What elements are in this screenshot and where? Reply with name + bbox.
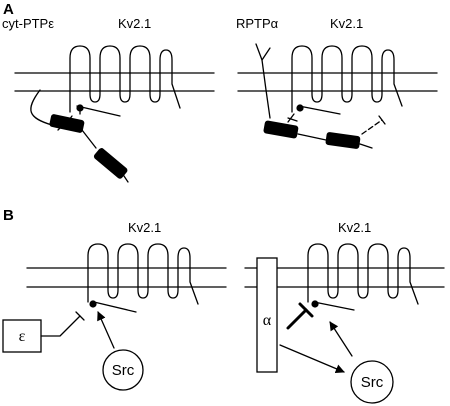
kv21-channel-trace — [87, 243, 199, 305]
kv21-label-a-left: Kv2.1 — [118, 16, 151, 31]
inhibition-bar — [287, 117, 298, 122]
rptp-alpha-label: RPTPα — [236, 16, 279, 31]
kv21-c-terminus-tail — [298, 105, 341, 115]
src-activation-arrow — [97, 311, 115, 349]
panel-b-right: Kv2.1 α Src — [244, 220, 445, 404]
ptp-epsilon-box — [2, 319, 42, 353]
ptp-domain-d2 — [325, 132, 361, 149]
ptp-linker — [297, 133, 327, 141]
rptp-alpha-branch — [261, 47, 271, 61]
ptp-c-terminus — [121, 172, 129, 183]
ptp-domain-d1 — [263, 120, 299, 139]
phosphotyrosine-dot — [311, 300, 319, 308]
phosphotyrosine-dot — [89, 300, 97, 308]
epsilon-inhibition-bar — [75, 311, 85, 321]
phosphotyrosine-dot — [296, 104, 304, 112]
kv21-channel-trace — [69, 45, 181, 113]
rptp-alpha-transmembrane — [255, 43, 271, 119]
rptp-alpha-label: α — [263, 312, 272, 329]
src-kinase-label: Src — [112, 362, 135, 379]
kv21-channel-trace — [307, 243, 419, 305]
cyt-ptp-epsilon-label: cyt-PTPε — [2, 16, 54, 31]
alpha-inhibition-bar — [298, 302, 314, 318]
alpha-inhibition-line — [286, 308, 308, 330]
kv21-label-b-right: Kv2.1 — [338, 220, 371, 235]
ptp-epsilon-label: ε — [19, 328, 26, 345]
kv21-c-terminus-tail — [76, 105, 121, 117]
alpha-activates-src-arrow — [279, 344, 345, 374]
panel-a-letter: A — [3, 1, 14, 18]
kv21-label-a-right: Kv2.1 — [330, 16, 363, 31]
panel-a-right: RPTPα Kv2.1 — [236, 16, 438, 149]
src-kinase-circle — [350, 360, 394, 404]
kv21-c-terminus-tail — [93, 301, 137, 313]
inhibition-stem — [287, 113, 295, 123]
ptp-domain-d2 — [93, 148, 128, 179]
kv21-channel-trace — [291, 45, 403, 113]
src-activation-arrow — [329, 321, 353, 357]
ptp-domain-d1 — [49, 114, 85, 133]
ptp-c-terminus — [359, 143, 373, 149]
dashed-inhibition-bar — [378, 115, 386, 125]
panel-b-letter: B — [3, 207, 14, 224]
kv21-c-terminus-tail — [313, 301, 355, 311]
dashed-inhibition-line — [361, 119, 383, 135]
cyt-ptp-n-terminus — [30, 89, 53, 126]
epsilon-inhibition-line — [40, 315, 81, 337]
src-kinase-circle — [102, 349, 144, 391]
kv21-label-b-left: Kv2.1 — [128, 220, 161, 235]
panel-b-left: Kv2.1 ε Src — [2, 220, 227, 391]
rptp-alpha-box — [256, 257, 278, 373]
src-kinase-label: Src — [361, 374, 384, 391]
panel-a-left: cyt-PTPε Kv2.1 — [2, 16, 215, 183]
ptp-linker — [81, 129, 97, 149]
